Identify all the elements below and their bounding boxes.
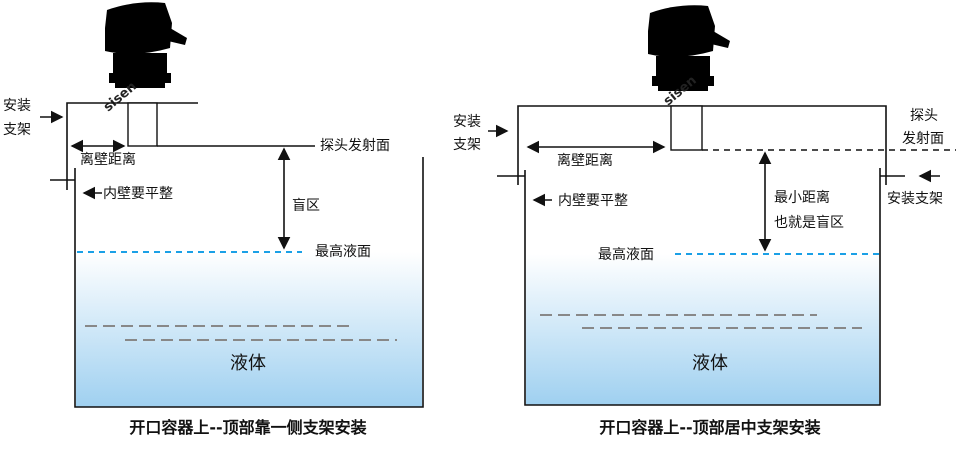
liquid-area xyxy=(526,254,879,405)
mount-bracket-label: 支架 xyxy=(453,137,481,153)
probe-rod xyxy=(127,102,158,147)
inner-wall-label: 内壁要平整 xyxy=(558,193,628,209)
probe-face-label: 发射面 xyxy=(902,131,944,147)
max-level-label: 最高液面 xyxy=(598,246,654,263)
blind-zone-label: 盲区 xyxy=(292,197,320,214)
probe-rod xyxy=(670,105,703,151)
inner-wall-label: 内壁要平整 xyxy=(103,186,173,202)
caption: 开口容器上--顶部居中支架安装 xyxy=(599,418,820,437)
wall-distance-label: 离壁距离 xyxy=(557,152,613,169)
wall-distance-label: 离壁距离 xyxy=(80,151,136,168)
mount-bracket-label: 支架 xyxy=(3,122,31,138)
liquid-label: 液体 xyxy=(230,353,266,374)
mount-bracket-right-label: 安装支架 xyxy=(887,191,943,207)
liquid-area xyxy=(76,252,422,407)
min-distance-label: 最小距离 xyxy=(774,189,830,206)
tank xyxy=(524,168,881,406)
tank xyxy=(74,157,424,408)
left-diagram: sisen 安装 支架 离壁距离 内壁要平整 探头发射面 盲区 最高液面 液体 … xyxy=(3,2,424,437)
mount-bracket-label: 安装 xyxy=(3,98,31,114)
liquid-label: 液体 xyxy=(692,353,728,374)
max-level-label: 最高液面 xyxy=(315,243,371,260)
right-diagram: sisen 安装 支架 离壁距离 内壁要平整 探头 发射面 最小距离 也就是盲区… xyxy=(453,5,956,437)
probe-face-label: 探头 xyxy=(910,108,938,124)
min-distance-label: 也就是盲区 xyxy=(774,214,844,231)
mount-bracket-label: 安装 xyxy=(453,114,481,130)
radar-sensor-icon xyxy=(105,2,197,88)
probe-face-label: 探头发射面 xyxy=(320,138,390,154)
caption: 开口容器上--顶部靠一侧支架安装 xyxy=(129,418,366,437)
